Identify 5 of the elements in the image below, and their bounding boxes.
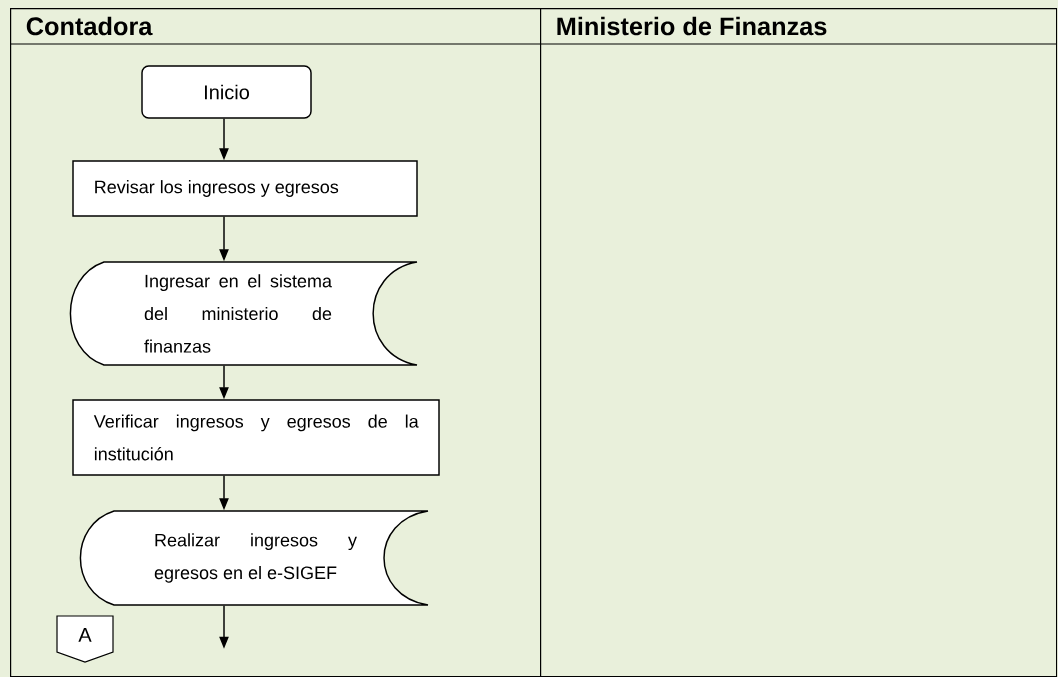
swimlane: Ministerio de Finanzas: [540, 8, 1058, 677]
process-box: Verificar ingresos y egresos de la institución: [72, 399, 440, 476]
process-box: Revisar los ingresos y egresos: [72, 160, 418, 217]
off-page-connector: A: [56, 615, 114, 663]
start-terminal: Inicio: [141, 65, 312, 119]
